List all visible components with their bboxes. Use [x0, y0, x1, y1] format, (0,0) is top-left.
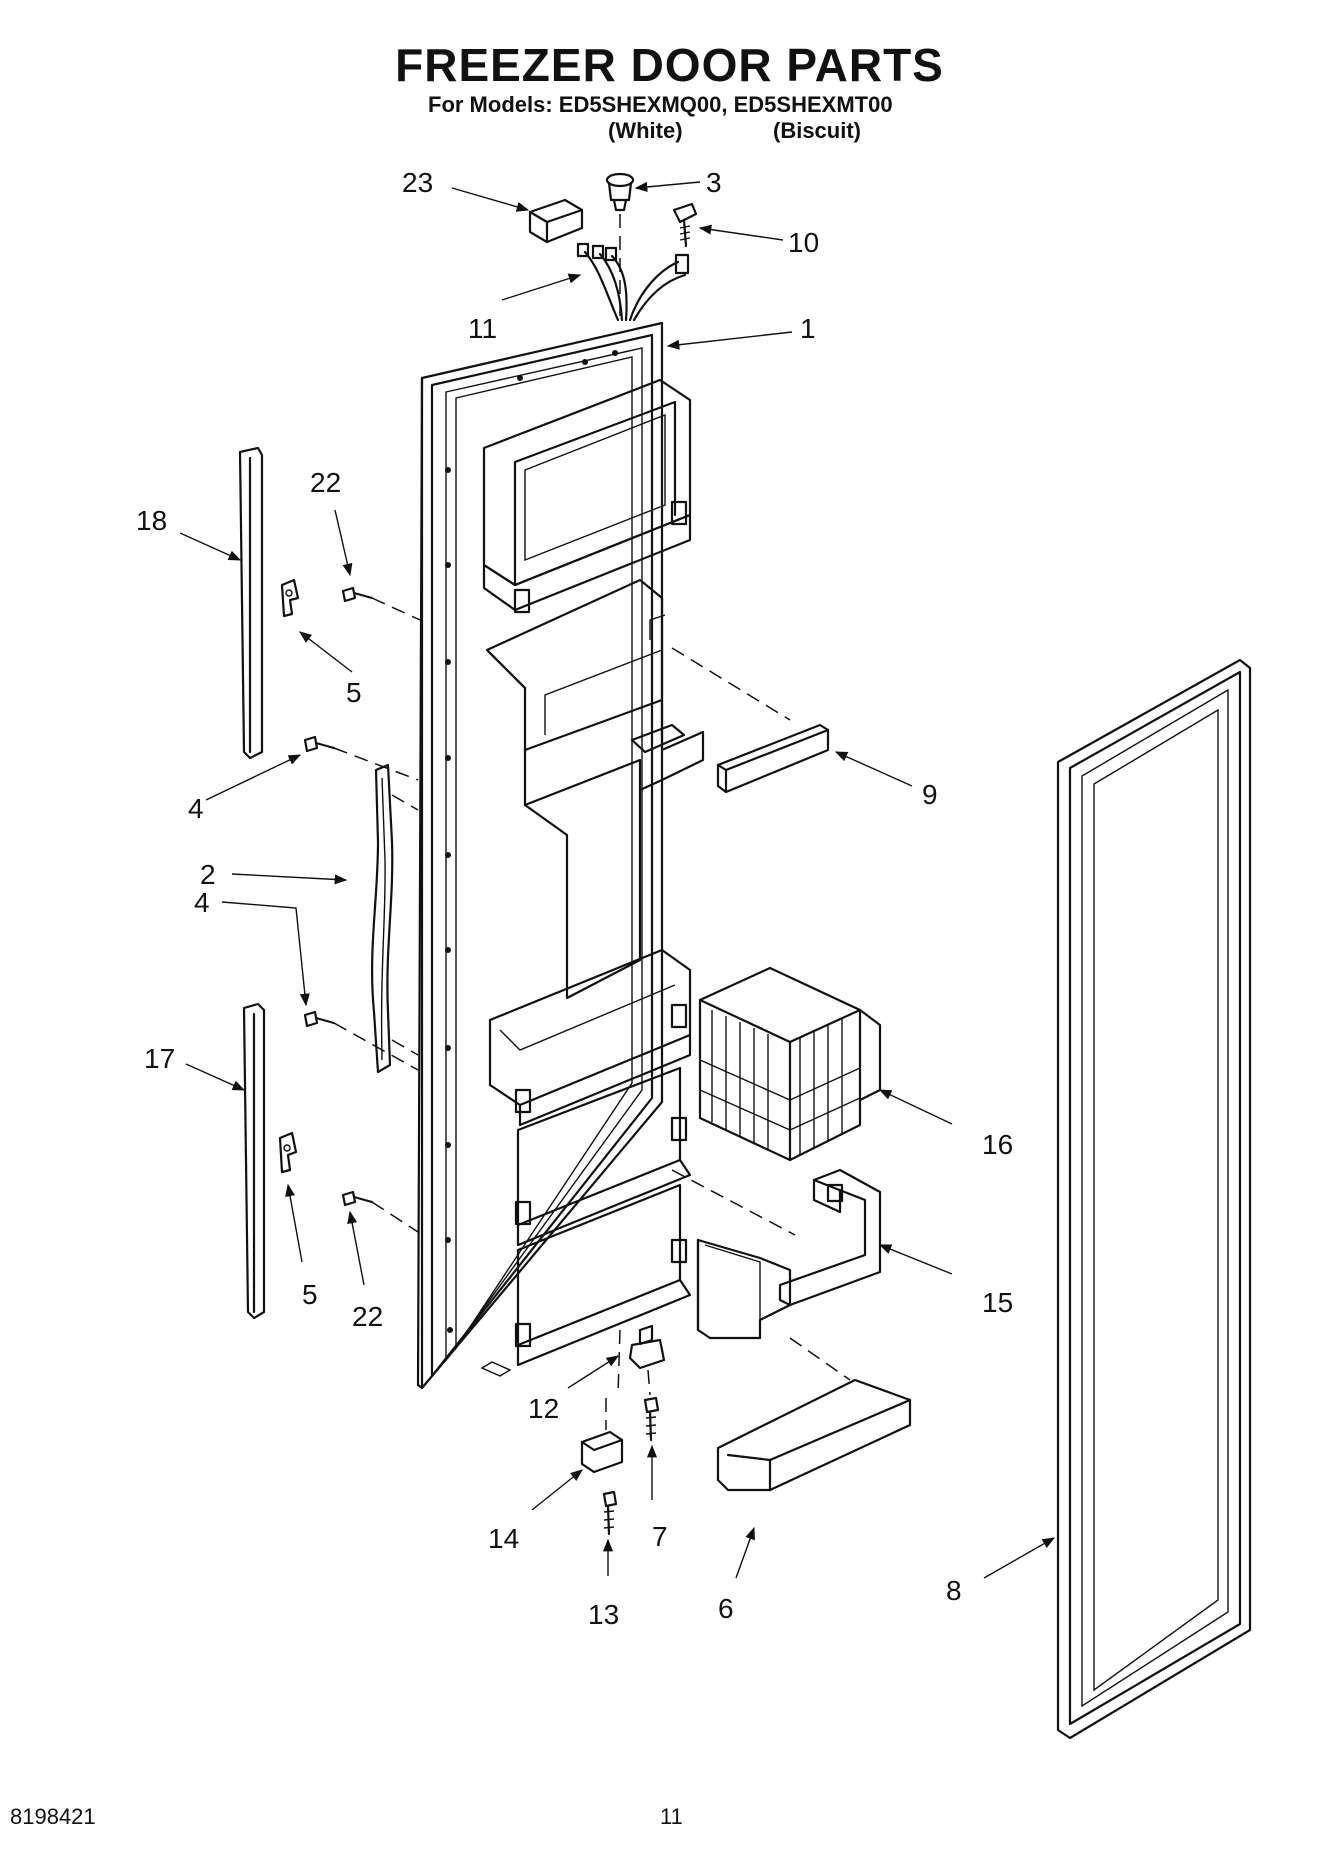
wire-basket — [698, 966, 882, 1162]
callout-16: 16 — [982, 1129, 1013, 1160]
callout-17: 17 — [144, 1043, 175, 1074]
callout-4-lower: 4 — [194, 887, 210, 918]
bin-bracket — [778, 1168, 882, 1307]
page-title: FREEZER DOOR PARTS — [395, 39, 944, 91]
callout-11: 11 — [468, 313, 497, 344]
callout-3: 3 — [706, 167, 722, 198]
callout-2: 2 — [200, 859, 216, 890]
screw-part-22-upper — [341, 586, 421, 621]
screw-part-10 — [672, 202, 698, 248]
variant-white: (White) — [608, 118, 683, 143]
callout-10: 10 — [788, 227, 819, 258]
page-number: 11 — [660, 1804, 683, 1829]
variant-biscuit: (Biscuit) — [773, 118, 861, 143]
leader-lines — [179, 181, 1056, 1579]
clip-part-lower — [278, 1131, 298, 1174]
hinge-bracket — [580, 1398, 624, 1474]
callout-12: 12 — [528, 1393, 559, 1424]
callout-14: 14 — [488, 1523, 519, 1554]
screw-part-7 — [643, 1396, 660, 1442]
callout-8: 8 — [946, 1575, 962, 1606]
screw-part-13 — [602, 1490, 618, 1536]
hinge-pin — [617, 1324, 666, 1396]
lower-door-bin — [716, 1337, 912, 1492]
callout-4-upper: 4 — [188, 793, 204, 824]
door-handle — [370, 763, 419, 1074]
door-assembly — [416, 321, 705, 1390]
callout-7: 7 — [652, 1521, 668, 1552]
channel-part — [671, 647, 830, 794]
clip-part-upper — [280, 578, 300, 618]
screw-part-4-upper — [303, 735, 419, 781]
trim-strip-bottom — [242, 1002, 266, 1320]
callout-18: 18 — [136, 505, 167, 536]
wiring-harness — [576, 242, 690, 322]
callout-5-lower: 5 — [302, 1279, 318, 1310]
callout-15: 15 — [982, 1287, 1013, 1318]
door-gasket — [1056, 658, 1252, 1740]
callout-22-upper: 22 — [310, 467, 341, 498]
dispenser-bin — [671, 1169, 796, 1340]
document-number: 8198421 — [10, 1804, 96, 1829]
callout-6: 6 — [718, 1593, 734, 1624]
callout-1: 1 — [800, 313, 816, 344]
callout-23: 23 — [402, 167, 433, 198]
screw-part-4-lower — [303, 1010, 419, 1071]
callout-13: 13 — [588, 1599, 619, 1630]
callout-9: 9 — [922, 779, 938, 810]
models-line: For Models: ED5SHEXMQ00, ED5SHEXMT00 — [428, 92, 893, 117]
callout-5-upper: 5 — [346, 677, 362, 708]
switch-part — [605, 172, 635, 316]
connector-part — [528, 198, 584, 244]
trim-strip-top — [238, 446, 264, 760]
screw-part-22-lower — [341, 1190, 419, 1233]
callout-22-lower: 22 — [352, 1301, 383, 1332]
